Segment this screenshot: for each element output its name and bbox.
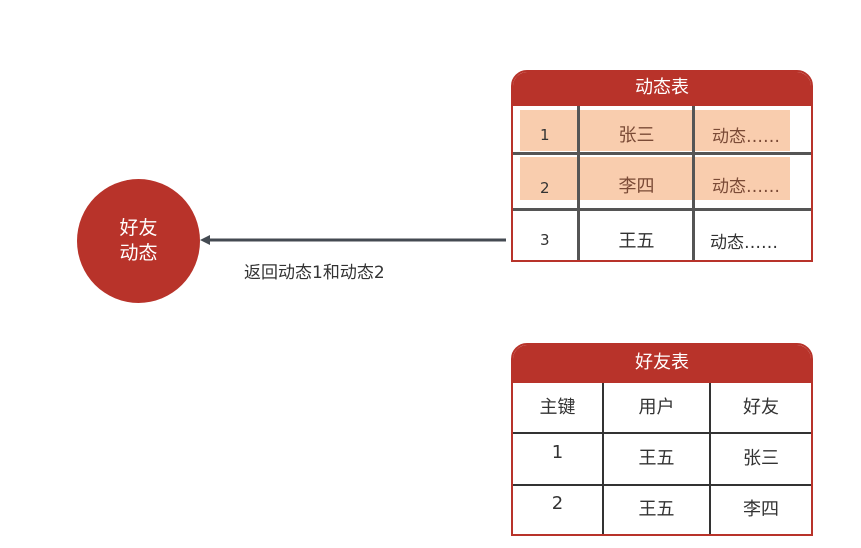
feed-row-1-text: 动态……	[712, 127, 780, 147]
friend-header-user: 用户	[638, 397, 675, 418]
friend-col-divider-2	[709, 383, 711, 534]
return-arrow-label: 返回动态1和动态2	[244, 263, 385, 283]
friend-row-1-friend: 张三	[743, 448, 779, 469]
feed-row-3-id: 3	[540, 231, 550, 249]
feed-table-title: 动态表	[513, 72, 811, 106]
friend-table-title: 好友表	[513, 345, 811, 383]
feed-col-divider-2	[692, 106, 695, 260]
feed-row-2-text: 动态……	[712, 177, 780, 197]
friend-table-body: 主键 用户 好友 1 王五 张三 2 王五 李四	[513, 383, 811, 534]
friend-header-friend: 好友	[743, 397, 779, 418]
friend-row-2-user: 王五	[638, 499, 675, 520]
feed-row-2-id: 2	[540, 179, 550, 197]
friend-row-divider-1	[513, 432, 811, 434]
friend-header-key: 主键	[539, 397, 576, 418]
feed-row-2-highlight	[520, 157, 790, 200]
friend-row-1-key: 1	[551, 442, 564, 463]
feed-row-1-id: 1	[540, 126, 550, 144]
feed-row-2-user: 李四	[618, 176, 655, 197]
feed-col-divider-1	[577, 106, 580, 260]
feed-row-3-user: 王五	[618, 231, 655, 252]
feed-row-divider-1	[513, 152, 811, 155]
return-arrow	[200, 235, 506, 245]
friend-row-2-friend: 李四	[743, 499, 779, 520]
feed-table: 动态表 1 张三 动态…… 2 李四 动态…… 3 王五 动态……	[511, 70, 813, 262]
friend-feed-node: 好友 动态	[77, 179, 200, 303]
friend-feed-label-line1: 好友	[119, 217, 158, 239]
friend-feed-label-line2: 动态	[119, 242, 158, 264]
feed-row-1-highlight	[520, 110, 790, 151]
friend-col-divider-1	[602, 383, 604, 534]
feed-table-body: 1 张三 动态…… 2 李四 动态…… 3 王五 动态……	[513, 106, 811, 260]
friend-row-divider-2	[513, 484, 811, 486]
return-arrow-head	[200, 235, 210, 245]
feed-row-3-text: 动态……	[710, 233, 778, 253]
friend-row-2-key: 2	[551, 493, 564, 514]
feed-row-1-user: 张三	[618, 125, 655, 146]
friend-row-1-user: 王五	[638, 448, 675, 469]
feed-row-divider-2	[513, 208, 811, 211]
friend-table: 好友表 主键 用户 好友 1 王五 张三 2 王五 李四	[511, 343, 813, 536]
